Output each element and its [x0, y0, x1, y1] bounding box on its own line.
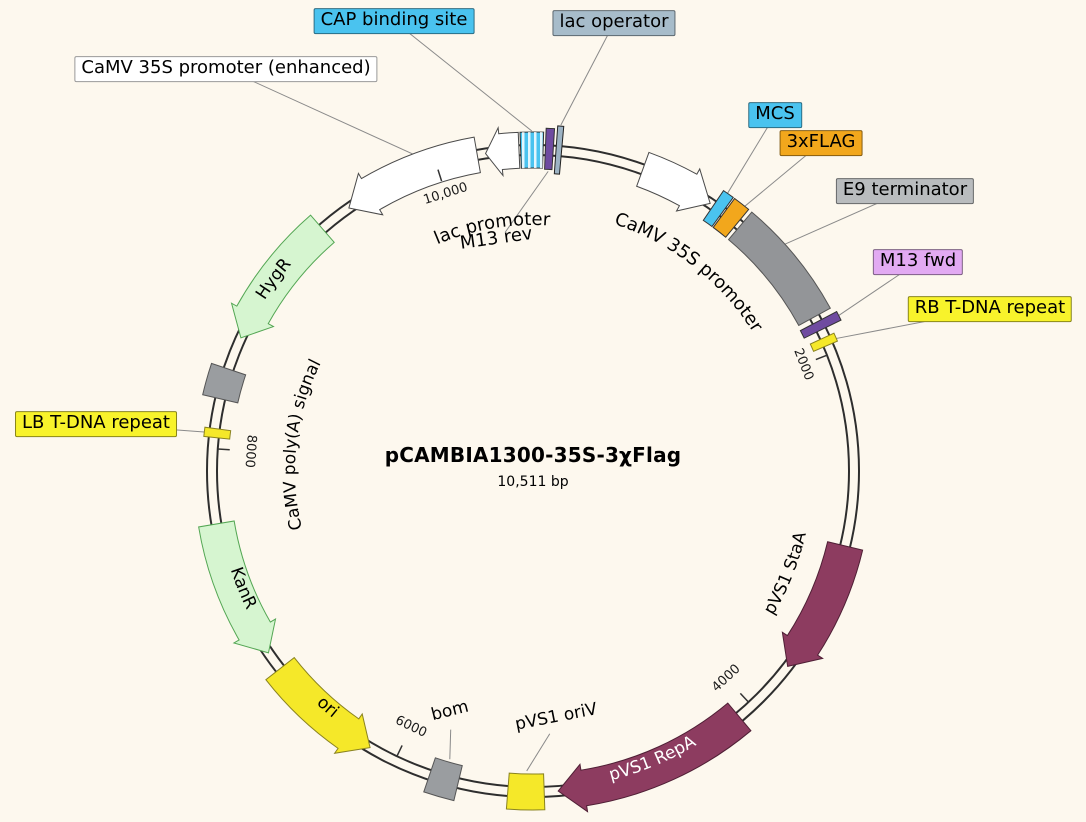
- label-m13fwd[interactable]: M13 fwd: [872, 249, 964, 275]
- feature-ori[interactable]: [265, 656, 371, 754]
- feature-mcs[interactable]: [702, 189, 734, 228]
- plasmid-name: pCAMBIA1300-35S-3χFlag: [384, 442, 682, 467]
- feature-hygr[interactable]: [230, 214, 335, 339]
- feature-label-polya[interactable]: CaMV poly(A) signal: [280, 356, 326, 532]
- feature-repa[interactable]: [557, 702, 752, 813]
- feature-label-oriv[interactable]: pVS1 oriV: [513, 699, 599, 735]
- label-camv35senh[interactable]: CaMV 35S promoter (enhanced): [74, 56, 378, 82]
- feature-m13rev[interactable]: [544, 127, 556, 171]
- features-layer: [198, 125, 864, 813]
- feature-lb[interactable]: [203, 426, 232, 440]
- position-tick-4000: [739, 692, 750, 703]
- position-marker-8000: 8000: [242, 434, 259, 468]
- feature-e9[interactable]: [727, 211, 832, 327]
- feature-flag3x[interactable]: [712, 197, 750, 238]
- feature-label-stara[interactable]: pVS1 StaA: [760, 530, 811, 619]
- label-mcs[interactable]: MCS: [748, 102, 802, 128]
- leader-cap: [393, 20, 533, 132]
- feature-bom[interactable]: [423, 757, 463, 802]
- feature-lacprom[interactable]: [484, 125, 521, 178]
- position-marker-6000: 6000: [393, 713, 429, 741]
- feature-camv35s[interactable]: [635, 151, 711, 212]
- plasmid-title-block: pCAMBIA1300-35S-3χFlag 10,511 bp: [385, 443, 682, 490]
- leader-lacop: [560, 22, 615, 126]
- leader-bom: [449, 729, 452, 760]
- position-tick-10,000: [437, 169, 443, 182]
- label-lacop[interactable]: lac operator: [552, 10, 676, 36]
- leader-oriv: [526, 733, 551, 772]
- label-lb[interactable]: LB T-DNA repeat: [15, 411, 177, 437]
- label-e9[interactable]: E9 terminator: [835, 178, 975, 204]
- feature-cap-stripes: [519, 132, 544, 169]
- feature-polya[interactable]: [202, 362, 247, 404]
- plasmid-size: 10,511 bp: [497, 473, 569, 490]
- leader-mcs: [718, 114, 776, 208]
- label-flag3x[interactable]: 3xFLAG: [779, 130, 863, 156]
- feature-oriv[interactable]: [505, 772, 546, 811]
- feature-label-bom[interactable]: bom: [429, 697, 470, 726]
- label-cap[interactable]: CAP binding site: [313, 8, 475, 34]
- feature-m13fwd[interactable]: [799, 310, 842, 339]
- leader-camv35senh: [225, 68, 437, 166]
- position-tick-2000: [815, 354, 828, 361]
- feature-lacop[interactable]: [553, 125, 565, 175]
- leader-m13rev: [504, 171, 549, 233]
- position-tick-6000: [396, 745, 403, 757]
- label-rb[interactable]: RB T-DNA repeat: [907, 296, 1073, 322]
- position-marker-2000: 2000: [790, 346, 816, 382]
- feature-kanr[interactable]: [198, 520, 277, 654]
- feature-camv35senh[interactable]: [348, 136, 481, 216]
- position-marker-4000: 4000: [709, 662, 743, 696]
- feature-rb[interactable]: [809, 332, 839, 352]
- position-tick-8000: [217, 448, 230, 451]
- feature-stara[interactable]: [781, 541, 864, 668]
